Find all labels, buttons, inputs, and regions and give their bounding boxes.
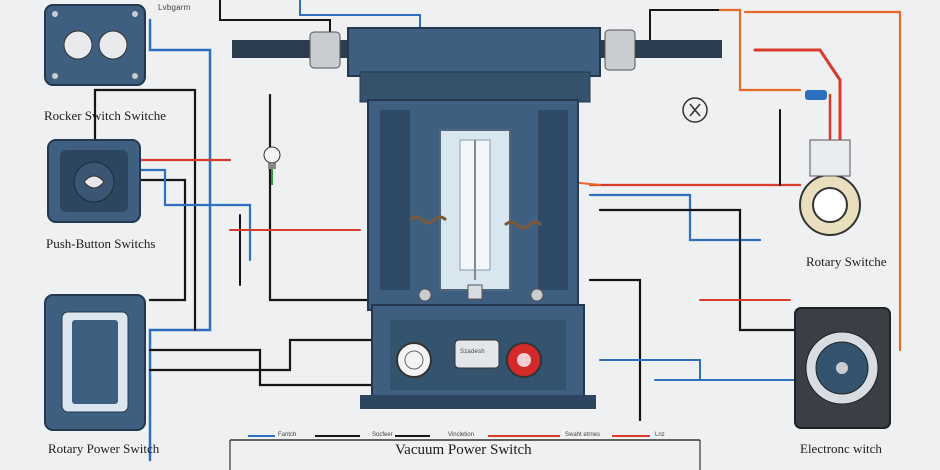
gauge-badge	[454, 339, 500, 369]
wire-blue-left-2	[138, 168, 252, 262]
wire-blue-left	[148, 18, 212, 462]
terminal-right	[530, 288, 544, 302]
spring-left	[408, 215, 448, 225]
wire-black-left-1	[93, 88, 197, 332]
legend-item-4: Swaht etrnes	[565, 432, 601, 438]
gauge-badge-label: Szadesh	[460, 349, 485, 355]
wire-black-low-2	[148, 338, 382, 372]
machine-top-block	[347, 27, 601, 77]
diagram-title: Vacuum Power Switch	[395, 442, 532, 458]
gauge-icon	[396, 342, 432, 378]
shaft-coupler-left	[309, 31, 341, 69]
piston-foot	[467, 284, 483, 300]
shaft-coupler-right	[604, 29, 636, 71]
electronic-switch-box	[794, 307, 891, 429]
rocker-switch-plate	[44, 4, 146, 86]
bulb-icon	[263, 146, 281, 185]
screw	[52, 73, 58, 79]
wire-blue-right-low	[599, 359, 701, 381]
gauge-inner	[404, 350, 424, 370]
rocker-switch-label: Rocker Switch Switche	[44, 108, 167, 123]
rotary-power-label: Rotary Power Switch	[48, 441, 160, 456]
wire-black-low-1	[148, 348, 382, 387]
rotary-power-switch-box	[44, 294, 146, 431]
rotary-ring-housing	[809, 139, 851, 177]
vacuum-machine	[232, 27, 722, 409]
bulb-glass	[263, 146, 281, 164]
connector-icon	[805, 90, 827, 100]
bulb-base	[268, 163, 276, 169]
machine-collar	[359, 71, 591, 103]
terminal-left	[418, 288, 432, 302]
fan-icon	[682, 97, 708, 123]
wire-orange-1	[718, 8, 802, 92]
fan-ring	[682, 97, 708, 123]
legend-item-3: Vincletion	[448, 432, 474, 438]
rotary-power-switch-icon	[72, 320, 118, 404]
rotary-switch-ring	[799, 139, 861, 236]
wire-red-top-right	[753, 48, 842, 142]
push-button-box	[47, 139, 141, 223]
legend-item-2: Socfeer	[372, 432, 393, 438]
electronic-switch-label: Electronc witch	[800, 441, 882, 456]
screw	[52, 11, 58, 17]
wire-black-right-1	[598, 208, 802, 332]
spring-right	[503, 220, 543, 230]
electronic-switch-knob	[836, 362, 848, 374]
red-knob-center	[517, 353, 531, 367]
machine-foot	[360, 395, 596, 409]
wire-orange-right	[743, 10, 902, 352]
push-button-icon	[83, 175, 105, 189]
wire-top-left	[219, 0, 331, 41]
fan-blades	[689, 103, 701, 117]
wire-black-right-2	[588, 278, 642, 422]
legend-item-1: Fantch	[278, 432, 297, 438]
machine-panel-right	[538, 110, 568, 290]
machine-panel-left	[380, 110, 410, 290]
push-button-label: Push-Button Switchs	[46, 236, 156, 251]
top-left-label: Lvbgarm	[158, 3, 191, 12]
rotary-switch-label: Rotary Switche	[806, 254, 887, 269]
wire-blue-right-mid	[588, 193, 762, 242]
screw	[132, 11, 138, 17]
toggle-switch-icon	[98, 30, 128, 60]
legend-item-5: Lnz	[655, 432, 665, 438]
wire-black-left-2	[138, 178, 187, 302]
rotary-ring-inner	[812, 187, 848, 223]
toggle-switch-icon	[63, 30, 93, 60]
rocker-switch-box	[44, 4, 146, 86]
screw	[132, 73, 138, 79]
